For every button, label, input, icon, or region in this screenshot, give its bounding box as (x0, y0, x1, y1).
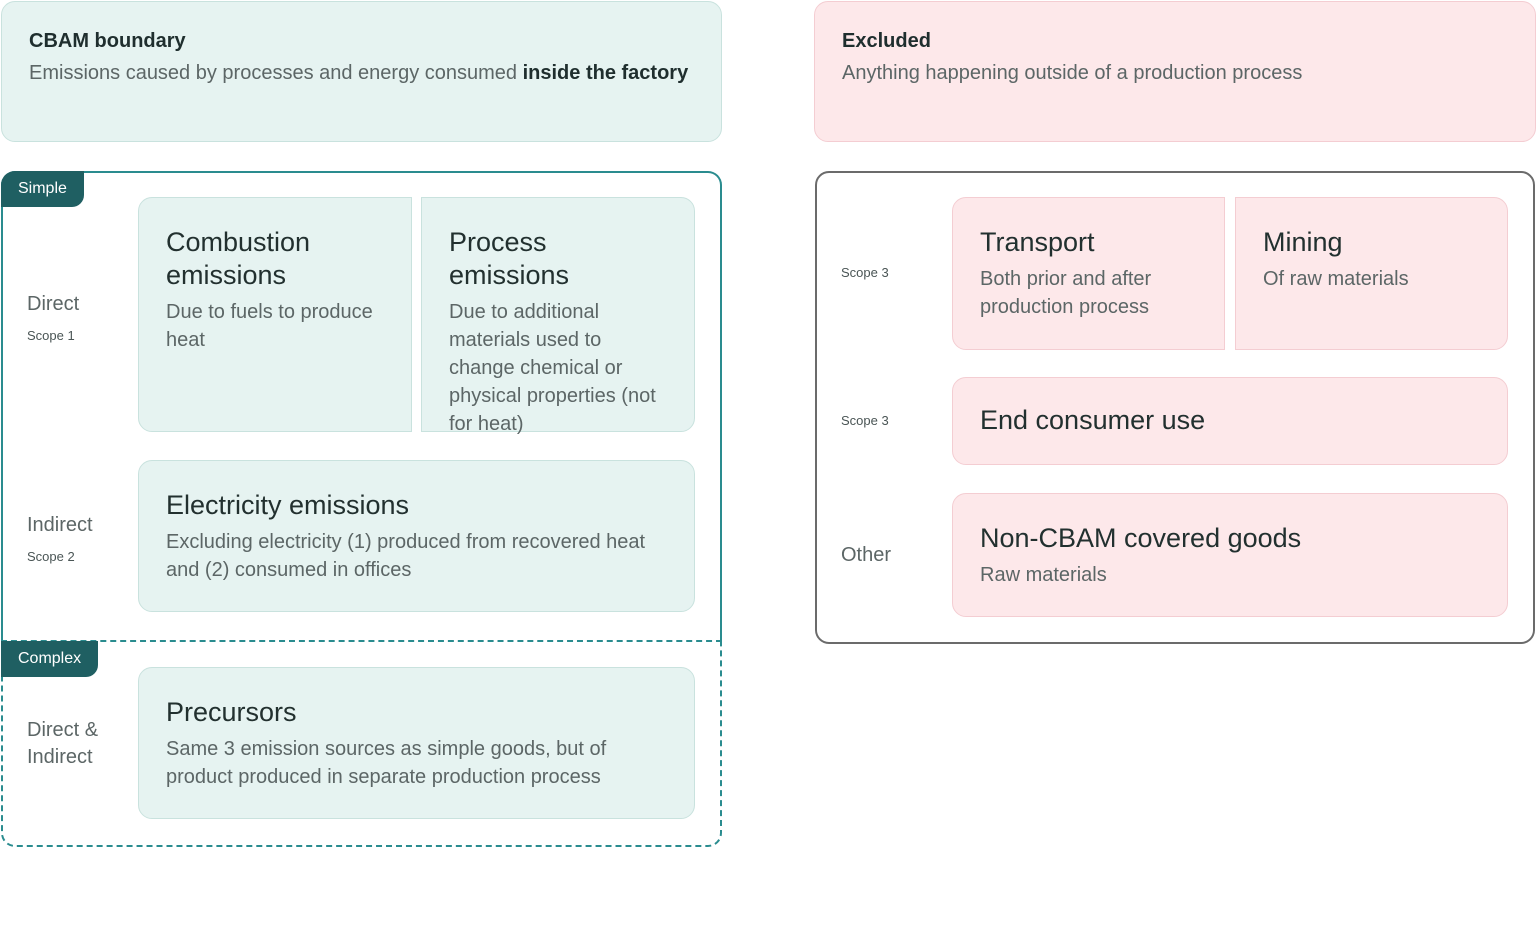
excluded-group (815, 171, 1535, 644)
simple-group (1, 171, 722, 641)
cbam-boundary-banner: CBAM boundary Emissions caused by proces… (1, 1, 722, 142)
end-consumer-card: End consumer use (952, 377, 1508, 465)
indirect-scope: Scope 2 (27, 549, 75, 564)
card-description: Excluding electricity (1) produced from … (166, 531, 646, 581)
process-emissions-card: Process emissions Due to additional mate… (421, 197, 695, 435)
card-description: Due to fuels to produce heat (166, 301, 373, 351)
simple-tag: Simple (1, 171, 84, 207)
banner-desc-text: Emissions caused by processes and energy… (29, 62, 523, 84)
other-row-label: Other (841, 544, 892, 566)
electricity-emissions-card: Electricity emissions Excluding electric… (138, 460, 695, 612)
card-description: Both prior and after production process (980, 268, 1152, 318)
card-title: Process emissions (449, 227, 570, 290)
card-description: Raw materials (980, 564, 1107, 586)
card-description: Due to additional materials used to chan… (449, 301, 656, 435)
banner-desc-emphasis: inside the factory (522, 62, 689, 84)
excluded-title: Excluded (842, 30, 931, 52)
non-cbam-goods-card: Non-CBAM covered goods Raw materials (952, 493, 1508, 617)
transport-card: Transport Both prior and after productio… (952, 197, 1225, 350)
card-description: Same 3 emission sources as simple goods,… (166, 738, 607, 788)
card-description: Of raw materials (1263, 268, 1409, 290)
combustion-emissions-card: Combustion emissions Due to fuels to pro… (138, 197, 412, 432)
direct-row-label: Direct Scope 1 (27, 291, 79, 349)
banner-description: Emissions caused by processes and energy… (29, 59, 694, 87)
card-title: Precursors (166, 697, 297, 727)
indirect-row-label: Indirect Scope 2 (27, 512, 93, 570)
direct-label: Direct (27, 293, 80, 315)
transport-mining-scope: Scope 3 (841, 265, 889, 280)
card-title: End consumer use (980, 405, 1206, 435)
end-consumer-scope: Scope 3 (841, 413, 889, 428)
complex-group (1, 640, 722, 847)
complex-tag: Complex (1, 641, 99, 677)
indirect-label: Indirect (27, 514, 93, 536)
excluded-banner: Excluded Anything happening outside of a… (814, 1, 1536, 142)
card-title: Mining (1263, 227, 1343, 257)
card-title: Combustion emissions (166, 227, 311, 290)
excluded-description: Anything happening outside of a producti… (842, 62, 1303, 84)
direct-scope: Scope 1 (27, 328, 75, 343)
card-title: Electricity emissions (166, 490, 410, 520)
mining-card: Mining Of raw materials (1235, 197, 1508, 350)
card-title: Transport (980, 227, 1095, 257)
card-title: Non-CBAM covered goods (980, 523, 1302, 553)
complex-row-label: Direct & Indirect (27, 719, 99, 768)
precursors-card: Precursors Same 3 emission sources as si… (138, 667, 695, 819)
banner-title: CBAM boundary (29, 30, 186, 52)
